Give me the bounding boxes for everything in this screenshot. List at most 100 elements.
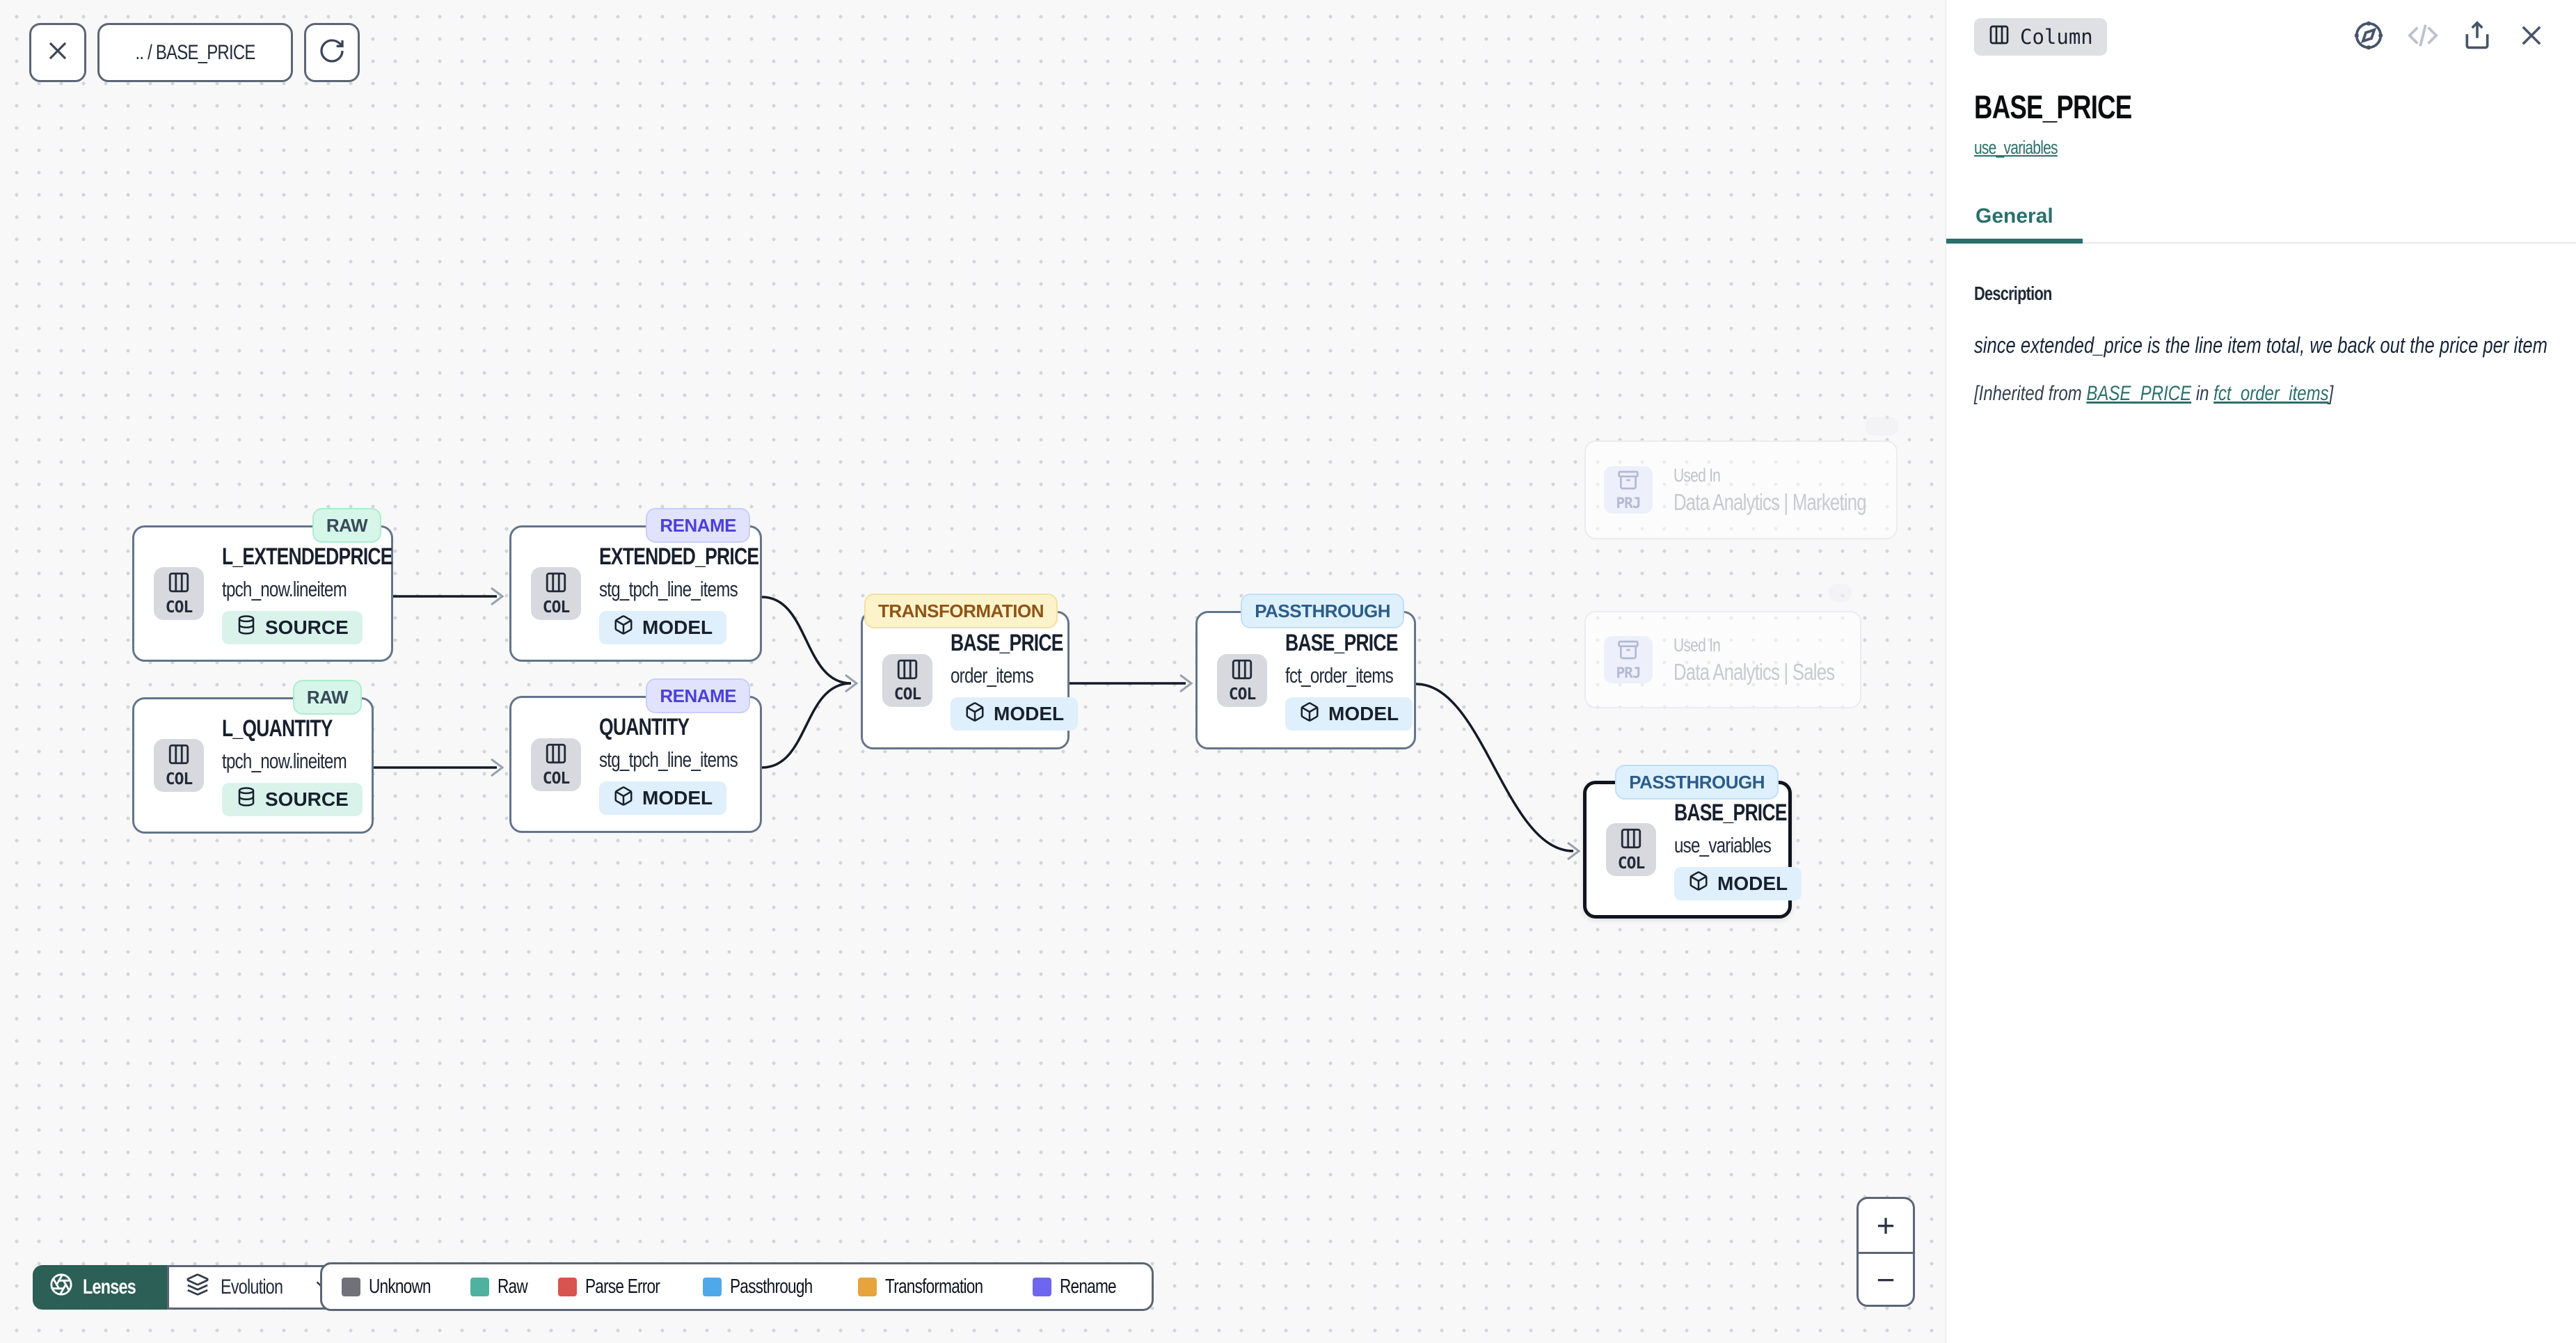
lens-badge: TRANSFORMATION xyxy=(864,594,1058,628)
refresh-icon xyxy=(318,37,346,68)
zoom-out-button[interactable]: − xyxy=(1859,1252,1913,1305)
zoom-controls: + − xyxy=(1857,1197,1915,1307)
node-base-price-fct-order-items[interactable]: PASSTHROUGH COL BASE_PRICE fct_order_ite… xyxy=(1195,594,1416,749)
kind-label: PRJ xyxy=(1616,664,1641,681)
node-type-pill: SOURCE xyxy=(222,782,363,816)
cube-icon xyxy=(613,786,634,811)
lens-badge: PASSTHROUGH xyxy=(1615,765,1779,800)
kind-label: PRJ xyxy=(1616,494,1641,511)
canvas-toolbar: .. / BASE_PRICE xyxy=(29,23,360,82)
cube-icon xyxy=(964,701,985,727)
lens-badge: RAW xyxy=(292,680,362,715)
inherited-model-link[interactable]: fct_order_items xyxy=(2213,381,2329,405)
node-subtitle: fct_order_items xyxy=(1285,663,1394,688)
column-kind-box: COL xyxy=(154,739,204,792)
legend-item-raw: Raw xyxy=(470,1276,536,1298)
legend-swatch xyxy=(470,1277,489,1296)
node-subtitle: stg_tpch_line_items xyxy=(599,576,738,601)
node-type-label: MODEL xyxy=(1328,703,1399,724)
database-icon xyxy=(236,614,257,640)
description-heading: Description xyxy=(1974,283,2052,304)
legend-label: Parse Error xyxy=(585,1275,660,1298)
lens-badge: RENAME xyxy=(646,508,750,543)
share-button[interactable] xyxy=(2460,20,2494,54)
node-type-pill: MODEL xyxy=(951,697,1079,731)
node-base-price-order-items[interactable]: TRANSFORMATION COL BASE_PRICE order_item… xyxy=(861,594,1079,749)
cube-icon xyxy=(1688,871,1709,896)
legend-label: Transformation xyxy=(885,1275,983,1298)
zoom-in-button[interactable]: + xyxy=(1876,1207,1895,1243)
node-title: QUANTITY xyxy=(599,714,690,740)
close-lineage-button[interactable] xyxy=(29,23,86,82)
tab-general[interactable]: General xyxy=(1946,205,2083,244)
columns-icon xyxy=(1230,658,1254,685)
node-type-pill: MODEL xyxy=(599,610,727,644)
lens-badge: RAW xyxy=(312,508,381,543)
lens-control: Lenses Evolution xyxy=(33,1265,351,1310)
description-text: since extended_price is the line item to… xyxy=(1974,333,2547,358)
ghost-node-marketing[interactable]: PRJ Used In Data Analytics | Marketing xyxy=(1584,440,1898,539)
node-type-label: MODEL xyxy=(642,616,713,638)
close-panel-button[interactable] xyxy=(2515,20,2548,54)
lenses-button-label: Lenses xyxy=(83,1276,136,1298)
lenses-button[interactable]: Lenses xyxy=(33,1265,168,1310)
node-subtitle: tpch_now.lineitem xyxy=(222,748,347,773)
used-in-label: Used In xyxy=(1673,634,1721,655)
aperture-icon xyxy=(49,1273,73,1302)
columns-icon xyxy=(896,658,919,685)
inherited-column-link[interactable]: BASE_PRICE xyxy=(2086,381,2192,405)
kind-label: COL xyxy=(1228,685,1257,704)
node-quantity[interactable]: RENAME COL QUANTITY stg_tpch_line_items … xyxy=(509,678,762,833)
columns-icon xyxy=(544,742,568,769)
node-type-pill: MODEL xyxy=(599,781,727,815)
node-type-pill: MODEL xyxy=(1674,866,1802,900)
legend-label: Raw xyxy=(497,1275,528,1298)
legend-item-passthrough: Passthrough xyxy=(703,1276,836,1298)
column-kind-box: COL xyxy=(531,738,581,791)
breadcrumb[interactable]: .. / BASE_PRICE xyxy=(97,23,294,82)
node-title: L_EXTENDEDPRICE xyxy=(222,543,392,570)
used-in-label: Used In xyxy=(1673,464,1721,486)
legend-item-rename: Rename xyxy=(1032,1275,1132,1298)
node-base-price-use-variables[interactable]: PASSTHROUGH COL BASE_PRICE use_variables… xyxy=(1583,765,1802,919)
column-kind-box: COL xyxy=(1217,653,1267,707)
project-kind-box: PRJ xyxy=(1604,466,1653,514)
column-kind-box: COL xyxy=(154,567,204,620)
model-link[interactable]: use_variables xyxy=(1974,137,2058,158)
node-l-quantity[interactable]: RAW COL L_QUANTITY tpch_now.lineitem SOU… xyxy=(132,680,374,834)
ghost-node-sales[interactable]: PRJ Used In Data Analytics | Sales xyxy=(1584,611,1861,708)
node-title: L_QUANTITY xyxy=(222,715,333,742)
legend-label: Unknown xyxy=(369,1275,431,1298)
legend-item-parse-error: Parse Error xyxy=(557,1275,681,1298)
inherited-middle: in xyxy=(2191,381,2214,405)
code-button[interactable] xyxy=(2406,20,2440,54)
selected-lens-label: Evolution xyxy=(221,1276,283,1298)
close-icon xyxy=(2517,21,2546,54)
layers-icon xyxy=(186,1273,209,1302)
node-l-extendedprice[interactable]: RAW COL L_EXTENDEDPRICE tpch_now.lineite… xyxy=(132,508,393,662)
columns-icon xyxy=(1619,827,1643,854)
inherited-note: [Inherited from BASE_PRICE in fct_order_… xyxy=(1974,382,2559,406)
refresh-button[interactable] xyxy=(304,23,360,82)
compass-icon xyxy=(2353,19,2385,55)
legend-item-transformation: Transformation xyxy=(858,1276,1010,1298)
node-subtitle: use_variables xyxy=(1674,832,1772,857)
lens-legend: Unknown Raw Parse Error Passthrough Tran… xyxy=(320,1262,1154,1311)
panel-title: BASE_PRICE xyxy=(1974,88,2132,125)
legend-label: Rename xyxy=(1059,1275,1117,1298)
kind-label: COL xyxy=(542,598,571,617)
detail-panel: Column BASE_PRICE use_variables General … xyxy=(1946,0,2576,1343)
archive-icon xyxy=(1617,469,1639,495)
legend-swatch xyxy=(1032,1277,1051,1296)
column-kind-box: COL xyxy=(1606,823,1656,876)
node-type-pill: MODEL xyxy=(1285,697,1413,731)
node-type-label: MODEL xyxy=(642,787,713,809)
column-kind-box: COL xyxy=(882,653,932,707)
legend-item-unknown: Unknown xyxy=(342,1276,448,1298)
columns-icon xyxy=(167,571,191,598)
close-icon xyxy=(45,38,71,67)
legend-swatch xyxy=(858,1277,877,1296)
kind-label: COL xyxy=(893,685,922,704)
compass-button[interactable] xyxy=(2352,20,2385,54)
node-extended-price[interactable]: RENAME COL EXTENDED_PRICE stg_tpch_line_… xyxy=(509,508,762,662)
